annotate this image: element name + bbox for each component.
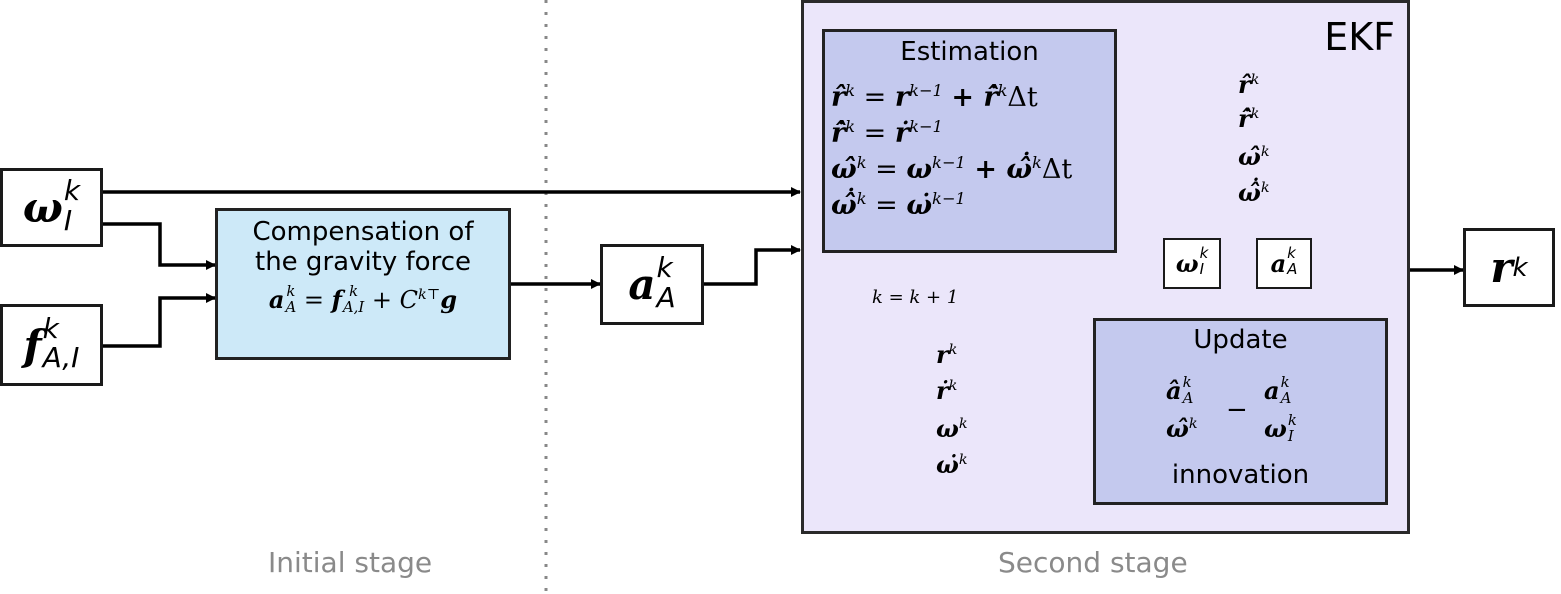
loop-label: k = k + 1 — [872, 287, 959, 308]
stage-label-second: Second stage — [998, 546, 1188, 579]
update-block: Update innovation — [1093, 318, 1388, 505]
compensation-title-line2: the gravity force — [255, 247, 471, 277]
state-corrected-omega: ωk — [936, 414, 968, 443]
arrow-force-to-compensation — [103, 293, 216, 348]
ekf-label: EKF — [1324, 15, 1395, 59]
stage-label-initial: Initial stage — [268, 546, 433, 579]
state-corrected-rdot: ṙk — [936, 376, 958, 405]
arrow-omega-to-compensation — [103, 222, 216, 270]
state-corrected-r: rk — [936, 340, 958, 369]
state-estimate-omegadot: ω̂̇k — [1238, 178, 1270, 207]
state-estimate-omega: ω̂k — [1238, 142, 1270, 171]
estimation-equations: r̂k = rk−1 + r̂̇kΔt r̂̇k = ṙk−1 ω̂k = ωk… — [831, 80, 1072, 224]
state-estimate-rdot: r̂̇k — [1238, 104, 1260, 133]
estimation-eq-4: ω̂̇k = ω̇k−1 — [831, 189, 966, 221]
estimation-block: Estimation r̂k = rk−1 + r̂̇kΔt r̂̇k = ṙk… — [822, 29, 1117, 253]
estimation-eq-1: r̂k = rk−1 + r̂̇kΔt — [831, 81, 1038, 113]
estimation-eq-2: r̂̇k = ṙk−1 — [831, 117, 943, 149]
innovation-caption: innovation — [1171, 460, 1310, 490]
estimation-eq-3: ω̂k = ωk−1 + ω̂̇kΔt — [831, 153, 1073, 185]
state-corrected-omegadot: ω̇k — [936, 450, 968, 479]
estimation-title: Estimation — [900, 37, 1039, 67]
update-title: Update — [1193, 325, 1288, 355]
innovation-minus: − — [1226, 395, 1248, 425]
compensation-title-line1: Compensation of — [252, 217, 474, 247]
state-estimate-r: r̂k — [1238, 70, 1260, 99]
innovation-left-bottom: ω̂k — [1166, 414, 1198, 443]
arrow-accel-to-ekf — [704, 245, 801, 286]
